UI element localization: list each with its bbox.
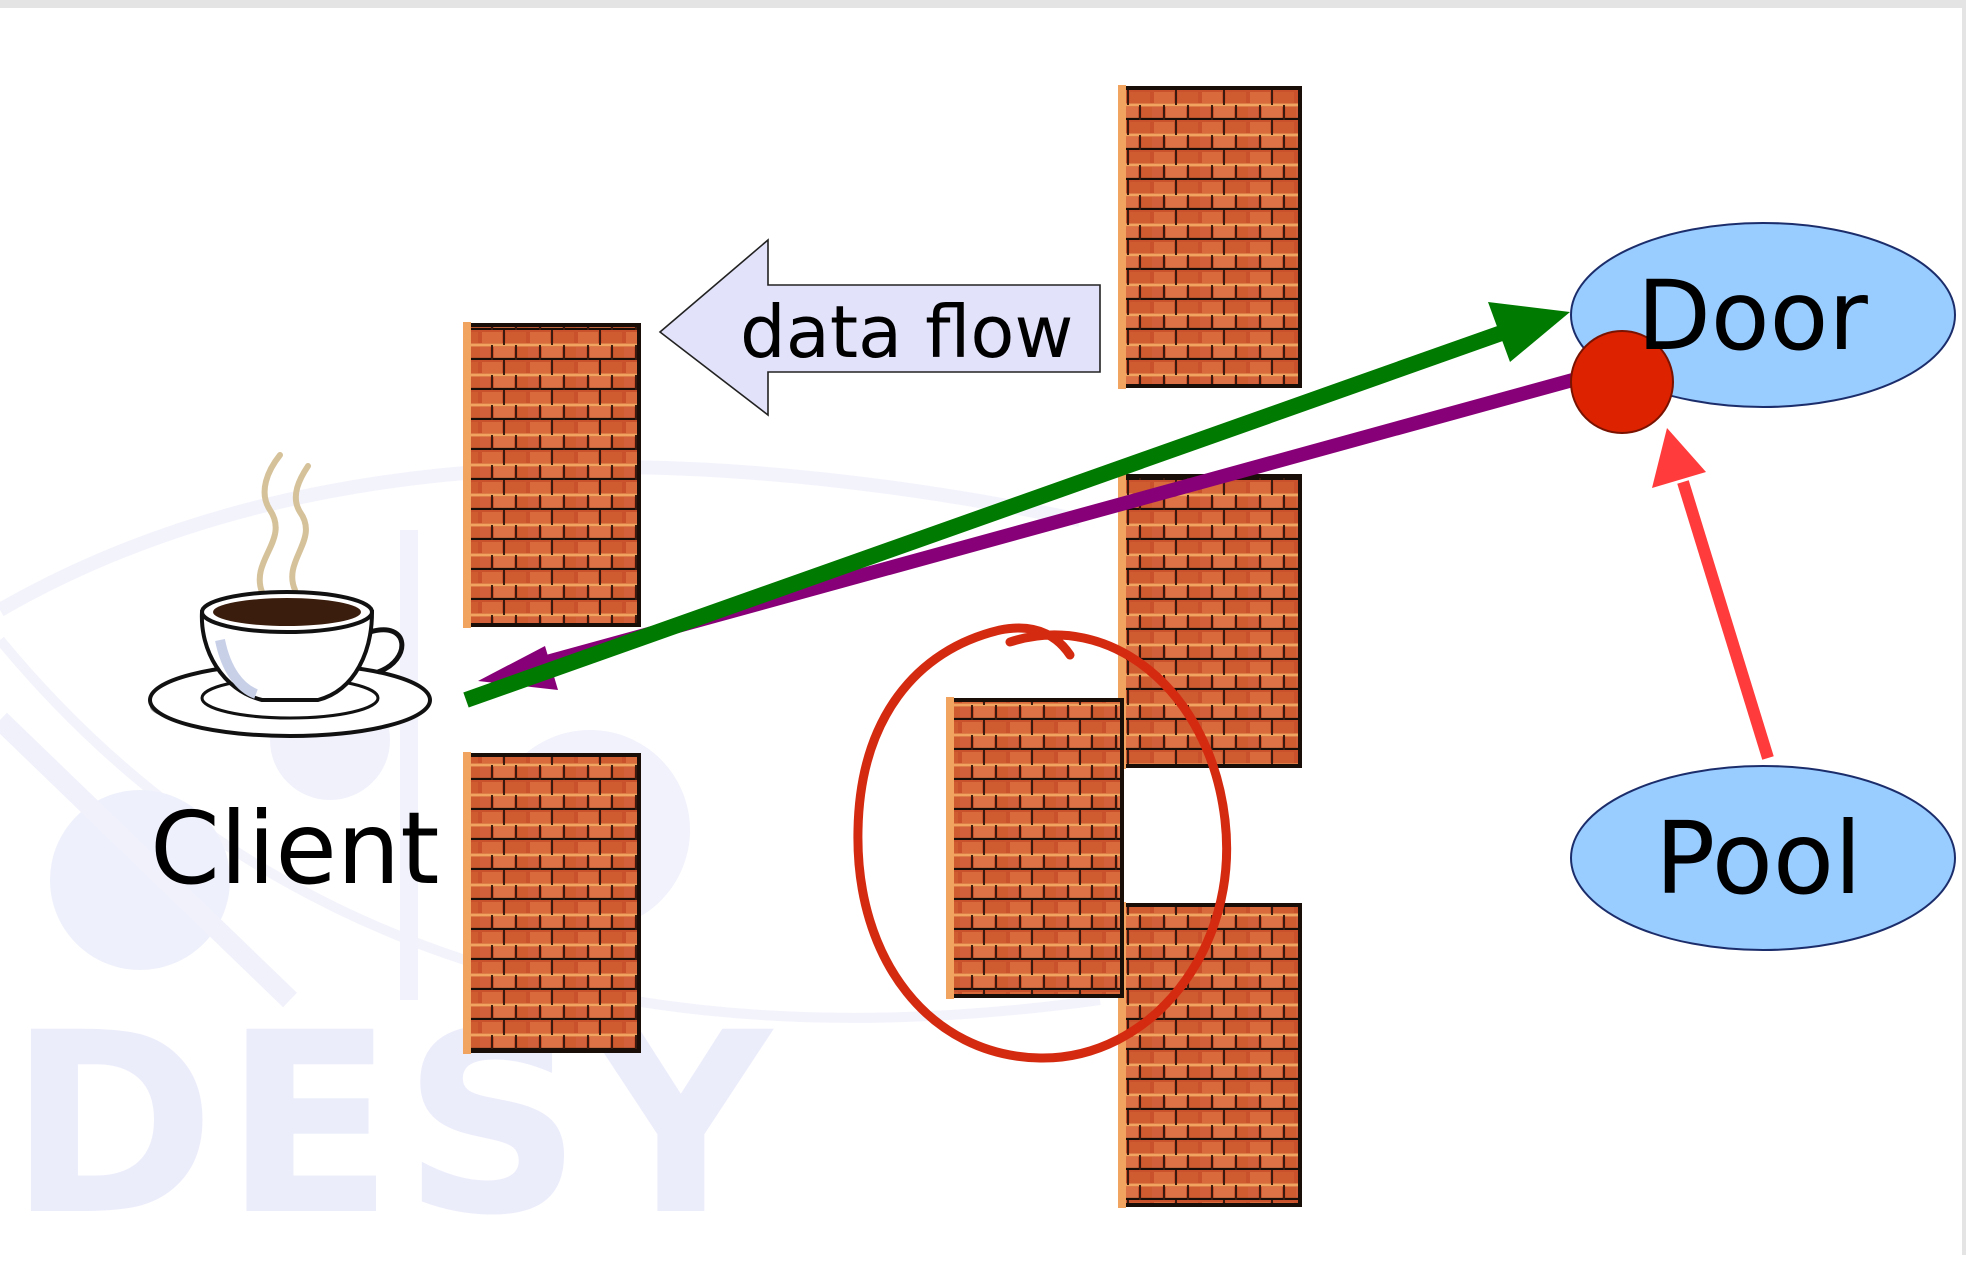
desy-watermark-text: DESY (8, 979, 780, 1270)
data-flow-label: data flow (740, 290, 1074, 374)
firewall-left-upper (463, 322, 641, 628)
request-arrow (463, 302, 1570, 708)
data-flow-arrow (658, 238, 1101, 417)
firewall-right-middle (1118, 473, 1302, 769)
pool-node (1570, 765, 1956, 951)
pool-to-door-arrow (1652, 428, 1774, 760)
pool-label: Pool (1655, 800, 1862, 917)
door-port (1570, 330, 1674, 434)
client-label: Client (150, 790, 440, 907)
highlight-circle (853, 623, 1231, 1063)
firewall-right-top (1118, 85, 1302, 389)
door-label: Door (1637, 260, 1868, 372)
firewall-right-bottom (1118, 902, 1302, 1208)
firewall-left-lower (463, 752, 641, 1054)
coffee-cup-icon (148, 452, 432, 738)
right-border (1962, 0, 1966, 1255)
firewall-highlighted (946, 697, 1124, 999)
top-border (0, 0, 1966, 8)
